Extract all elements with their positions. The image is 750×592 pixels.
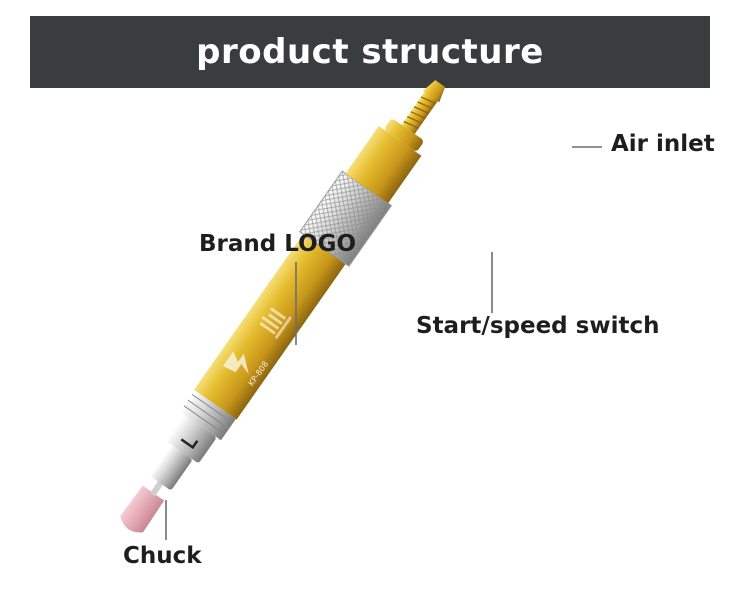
grinding-stone xyxy=(120,485,165,533)
air-pen-grinder: KP-808 xyxy=(120,80,446,533)
label-start-speed-switch: Start/speed switch xyxy=(416,313,660,339)
label-chuck: Chuck xyxy=(123,543,202,569)
body-engraving xyxy=(259,307,292,340)
label-air-inlet: Air inlet xyxy=(611,131,715,157)
page-title: product structure xyxy=(196,32,544,72)
title-banner: product structure xyxy=(30,16,710,88)
air-inlet-fitting xyxy=(401,92,438,134)
label-brand-logo: Brand LOGO xyxy=(199,231,357,257)
gold-body xyxy=(194,234,346,420)
chuck xyxy=(150,445,192,490)
leader-lines xyxy=(165,146,602,540)
stone-shank xyxy=(149,479,164,497)
